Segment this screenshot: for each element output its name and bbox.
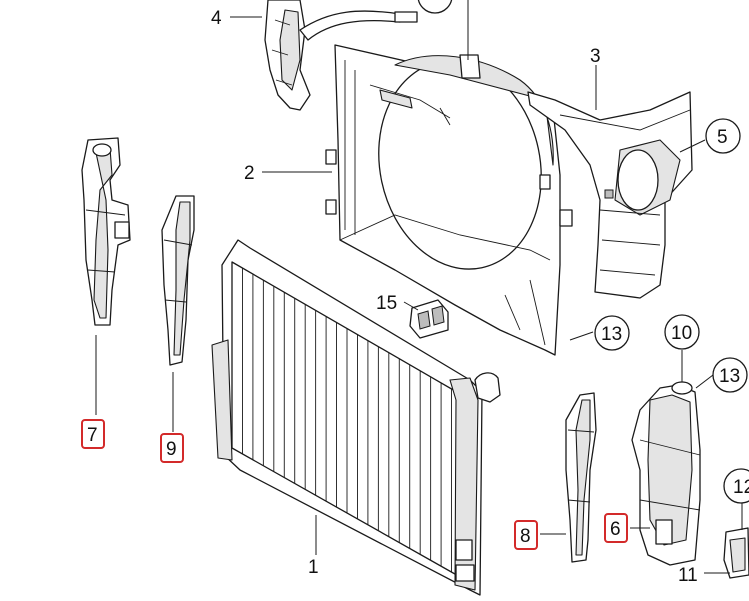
part-2-fan-shroud[interactable] xyxy=(325,44,573,356)
callout-circle-13a xyxy=(594,315,630,351)
part-7-bracket[interactable] xyxy=(81,137,131,326)
callout-circles xyxy=(417,0,749,504)
label-2[interactable]: 2 xyxy=(244,163,255,184)
label-3[interactable]: 3 xyxy=(590,46,601,67)
label-15[interactable]: 15 xyxy=(376,293,397,314)
callout-circle-12 xyxy=(723,468,749,504)
label-7[interactable]: 7 xyxy=(87,425,98,446)
callout-labels: 4 2 3 5 15 13 10 13 12 7 9 1 8 6 11 xyxy=(87,8,749,586)
part-15-clip[interactable] xyxy=(409,299,449,339)
label-13b[interactable]: 13 xyxy=(719,366,740,387)
highlight-box-9 xyxy=(160,433,184,463)
callout-circle-10 xyxy=(664,314,700,350)
label-5[interactable]: 5 xyxy=(717,127,728,148)
label-6[interactable]: 6 xyxy=(610,519,621,540)
label-1[interactable]: 1 xyxy=(308,557,319,578)
part-4-bracket[interactable] xyxy=(264,0,418,111)
highlight-box-8 xyxy=(514,520,538,550)
label-12[interactable]: 12 xyxy=(733,477,749,498)
part-1-radiator[interactable] xyxy=(211,239,501,596)
highlight-box-6 xyxy=(604,513,628,543)
callout-circle-5 xyxy=(705,118,741,154)
part-3-air-duct[interactable] xyxy=(527,91,693,299)
part-9-bracket[interactable] xyxy=(161,195,195,366)
label-8[interactable]: 8 xyxy=(520,526,531,547)
part-6-expansion-tank[interactable] xyxy=(631,381,749,579)
part-8-bracket[interactable] xyxy=(565,392,597,563)
label-9[interactable]: 9 xyxy=(166,439,177,460)
label-11[interactable]: 11 xyxy=(678,565,698,586)
label-4[interactable]: 4 xyxy=(211,8,222,29)
label-10[interactable]: 10 xyxy=(671,323,692,344)
radiator-core-fins xyxy=(231,262,463,578)
highlight-boxes xyxy=(81,419,628,550)
label-13a[interactable]: 13 xyxy=(601,324,622,345)
callout-circle-13b xyxy=(712,357,748,393)
highlight-box-7 xyxy=(81,419,105,449)
callout-circle-top xyxy=(417,0,453,14)
leader-lines xyxy=(95,0,743,574)
